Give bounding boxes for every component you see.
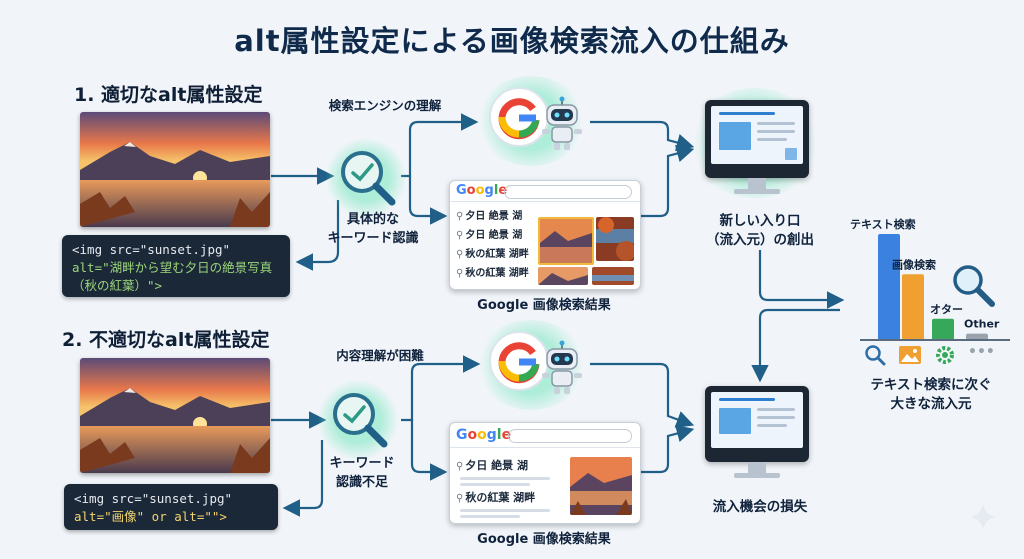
list-item: ⚲秋の紅葉 湖畔 — [456, 491, 536, 504]
search-icon: ⚲ — [456, 268, 464, 279]
monitor-stand — [748, 178, 766, 190]
code-line: alt="湖畔から望む夕日の絶景写真 — [72, 260, 273, 275]
bar-2 — [932, 318, 954, 340]
recognition-label: 具体的な キーワード認識 — [318, 210, 428, 248]
code-line: <img src="sunset.jpg" — [74, 491, 233, 506]
result-thumbnail — [538, 267, 588, 285]
result-label: 流入機会の損失 — [712, 499, 808, 515]
engine-label: 内容理解が困難 — [336, 348, 424, 363]
list-item: ⚲夕日 絶景 湖 — [456, 459, 528, 472]
bar-label-0: テキスト検索 — [850, 217, 916, 231]
robot-icon — [542, 340, 582, 394]
search-box — [508, 429, 632, 443]
bar-0 — [878, 234, 900, 340]
monitor-base — [734, 473, 780, 478]
bar-label-2: オター — [930, 303, 963, 316]
list-item: ⚲秋の紅葉 湖畔 — [456, 268, 529, 279]
label-line: 認識不足 — [335, 475, 388, 490]
chart-category-icons: ••• — [858, 342, 1008, 368]
recognition-label: キーワード 認識不足 — [312, 454, 412, 492]
serp-caption: Google 画像検索結果 — [477, 532, 611, 547]
monitor-icon — [705, 100, 809, 178]
page-title: alt属性設定による画像検索流入の仕組み — [234, 24, 790, 58]
section1-heading: 1. 適切なalt属性設定 — [74, 84, 263, 106]
label-line: テキスト検索に次ぐ — [870, 377, 992, 393]
magnifier-icon — [953, 265, 995, 307]
search-icon — [865, 345, 886, 366]
engine-label: 検索エンジンの理解 — [328, 98, 442, 113]
bar-label-3: Other — [964, 318, 1000, 331]
serp-good: Google ⚲夕日 絶景 湖 ⚲夕日 絶景 湖 ⚲秋の紅葉 湖畔 ⚲秋の紅葉 … — [449, 180, 641, 290]
sunset-photo — [80, 358, 270, 473]
search-icon: ⚲ — [456, 211, 464, 222]
search-icon: ⚲ — [456, 493, 464, 504]
sparkle-icon — [970, 504, 996, 530]
chart-caption: テキスト検索に次ぐ 大きな流入元 — [846, 376, 1016, 414]
bar-1 — [902, 274, 924, 340]
search-icon: ⚲ — [456, 230, 464, 241]
label-line: （流入元）の創出 — [706, 232, 814, 248]
serp-bad: Google ⚲夕日 絶景 湖 ⚲秋の紅葉 湖畔 — [449, 422, 641, 524]
list-item: ⚲秋の紅葉 湖畔 — [456, 249, 529, 260]
search-box — [504, 185, 632, 199]
search-icon: ⚲ — [456, 461, 464, 472]
robot-icon — [542, 96, 582, 150]
more-icon: ••• — [968, 344, 995, 360]
monitor-icon — [705, 386, 809, 462]
result-thumbnail — [570, 457, 632, 515]
section2-heading: 2. 不適切なalt属性設定 — [62, 329, 270, 351]
result-thumbnail — [596, 217, 634, 261]
bar-3 — [966, 333, 988, 340]
sunset-photo — [80, 112, 270, 227]
result-thumbnail — [592, 267, 634, 285]
google-logo-icon — [489, 87, 549, 147]
google-wordmark: Google — [456, 183, 508, 198]
result-thumbnail — [538, 217, 594, 265]
label-line: 大きな流入元 — [890, 396, 972, 412]
label-line: 具体的な — [346, 212, 399, 227]
result-label: 新しい入り口 （流入元）の創出 — [690, 212, 830, 250]
magnifier-check-icon — [333, 393, 388, 448]
label-line: キーワード — [329, 456, 395, 471]
magnifier-check-icon — [341, 151, 396, 206]
code-snippet-bad: <img src="sunset.jpg" alt="画像" or alt=""… — [64, 484, 278, 530]
google-wordmark: Google — [456, 427, 512, 443]
serp-caption: Google 画像検索結果 — [477, 298, 611, 313]
label-line: 新しい入り口 — [719, 213, 801, 229]
code-line: （秋の紅葉）"> — [72, 278, 163, 293]
monitor-base — [734, 189, 780, 194]
image-icon — [899, 346, 921, 364]
search-icon: ⚲ — [456, 249, 464, 260]
list-item: ⚲夕日 絶景 湖 — [456, 230, 523, 241]
bar-label-1: 画像検索 — [892, 257, 936, 271]
code-line: <img src="sunset.jpg" — [72, 242, 231, 257]
label-line: キーワード認識 — [327, 231, 419, 246]
gear-icon — [936, 346, 954, 364]
code-snippet-good: <img src="sunset.jpg" alt="湖畔から望む夕日の絶景写真… — [62, 235, 290, 297]
code-line: alt="画像" or alt=""> — [74, 509, 227, 524]
monitor-stand — [748, 462, 766, 474]
list-item: ⚲夕日 絶景 湖 — [456, 211, 523, 222]
